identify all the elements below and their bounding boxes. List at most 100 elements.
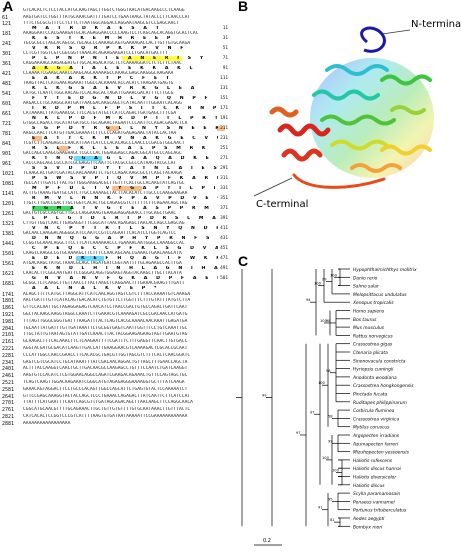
nucleotide-sequence: AAGCCAACTTCATGTTGACGAAAATCTTCCCCAGATGAGA… xyxy=(23,130,177,136)
nucleotide-position: 841 xyxy=(2,140,12,147)
nucleotide-sequence: TGCAATTATGATTTGTTGATAAATTCTGCGGTGAGTCAAT… xyxy=(23,325,188,331)
amino-acid-position: 311 xyxy=(220,175,228,181)
taxon-label: Melopsittacus undulatus xyxy=(353,292,407,298)
amino-acid-position: 501 xyxy=(220,275,228,281)
residue-highlight xyxy=(58,145,68,151)
amino-acid-sequence: A A L N A L K V E P * xyxy=(32,285,160,291)
nucleotide-sequence: CCGGTGCAAACAGGCTTCCTTCATCAAAAAACCCTGAAAA… xyxy=(23,240,185,246)
nucleotide-sequence: CATCACACTCCGGTCCCGTCATTTTAAGTGTGATAATAAA… xyxy=(23,414,188,419)
amino-acid-sequence: E D E D K E F H Q A G I F W K K V L P G xyxy=(32,255,218,261)
taxon-label: Bombyx mori xyxy=(353,524,383,530)
nucleotide-position: 1561 xyxy=(2,260,15,267)
amino-acid-sequence: Y G M A T V G T E A S P P R M L O xyxy=(32,205,218,211)
amino-acid-sequence: K T N Q G A G L A A Q A D K E xyxy=(32,155,213,161)
amino-acid-sequence: K L K G S A E V R K G L E A xyxy=(32,85,198,91)
residue-highlight xyxy=(112,185,142,191)
amino-acid-sequence: E A T T C K M V N A K G E C V C K F xyxy=(32,135,218,141)
amino-acid-sequence: N K L P D F M K D P I T L P R T xyxy=(32,115,218,121)
amino-acid-position: 451 xyxy=(220,245,228,251)
amino-acid-sequence: F Y T E D G N D L V G Q N P F xyxy=(32,95,212,101)
nucleotide-sequence: ACAGCTTTTCATGCTTAGGCATTCATCAACAGGTAGTCGT… xyxy=(23,291,191,297)
taxon-label: Scylla paramamosain xyxy=(353,491,400,497)
nucleotide-sequence: TTTCTGCGCGTTTCCTCTTCTTAATGGCAGGACCAGGAAT… xyxy=(23,20,179,26)
nucleotide-position: 2881 xyxy=(2,420,15,427)
protein-3d-model: N-terminal C-terminal xyxy=(253,19,461,210)
nucleotide-position: 1921 xyxy=(2,312,15,318)
taxon-label: Rattus norvegicus xyxy=(353,333,393,339)
panel-a-label: A xyxy=(3,0,14,14)
nucleotide-position: 1801 xyxy=(2,298,15,305)
amino-acid-position: 91 xyxy=(222,65,228,71)
nucleotide-sequence: TGCGCGCCTAGCACAGCGCTGCAGCCCAAAAGCAGTGAAA… xyxy=(23,40,191,46)
n-terminal-pointer xyxy=(381,29,411,35)
nucleotide-sequence: GTTCCGAGCAAAGGTACTACCAGCTCCCTGAAACCAGAGA… xyxy=(23,393,191,399)
taxon-label: Pinctada fucata xyxy=(353,392,388,398)
nucleotide-position: 1261 xyxy=(2,210,15,217)
nucleotide-position: 2581 xyxy=(2,386,15,393)
amino-acid-sequence: L P L G I D L R I P D R S L M A N xyxy=(32,215,218,221)
scale-bar-label: 0.2 xyxy=(263,538,271,544)
nucleotide-sequence: AAAGGAATCCACGAAAGATGCACAGAGGAACCCCCAAGTC… xyxy=(23,30,199,36)
nucleotide-sequence: CACCCAGCAGCCGCCATCGCGAGGTTCAATTCTACGCCGC… xyxy=(23,160,177,166)
nucleotide-position: 1741 xyxy=(2,291,15,298)
helix-group xyxy=(312,64,432,173)
amino-acid-sequence: M A T R D K A E S A T xyxy=(32,25,163,31)
support-value: 95 xyxy=(328,497,333,501)
nucleotide-sequence: CAACACTTCGGCAATGATTCCGGGACAGGTGGAAGTAGGT… xyxy=(23,270,182,276)
nucleotide-position: 2221 xyxy=(2,346,15,352)
taxon-label: Salmo salar xyxy=(353,284,380,290)
panel-b-label: B xyxy=(238,0,249,14)
nucleotide-position: 2161 xyxy=(2,339,15,346)
residue-highlight xyxy=(107,125,119,131)
amino-acid-position: 251 xyxy=(220,145,228,151)
nucleotide-position: 241 xyxy=(2,40,12,47)
nucleotide-sequence: TTTAGTTGGGCGGGTGATTTAAGATTTACTCAGTCACGCA… xyxy=(23,318,188,324)
nucleotide-sequence: CGGCATGCAACGTTTTGCAGAAACTTGCTGTTGTGTTTTG… xyxy=(23,407,191,413)
nucleotide-position: 1021 xyxy=(2,170,15,177)
support-value: 97 xyxy=(296,431,301,435)
nucleotide-sequence: GAAACAGTAGGACTTCCTGCCCACAGTTGGCCAGCATTCT… xyxy=(23,386,188,392)
support-value: 98 xyxy=(326,319,331,323)
nucleotide-position: 1081 xyxy=(2,180,15,187)
nucleotide-position: 541 xyxy=(2,90,12,97)
amino-acid-sequence: I R D P M L F P S I T C K R N P xyxy=(32,105,218,111)
amino-acid-sequence: S S V D P D Y T A T N L A I E S G Y xyxy=(32,165,217,171)
nucleotide-position: 2821 xyxy=(2,414,15,420)
nucleotide-position: 2761 xyxy=(2,407,15,414)
nucleotide-sequence: AAGTGTCCACATCTCGTGGAACAGGCCAGATCGAAGACAG… xyxy=(23,373,188,379)
nucleotide-position: 61 xyxy=(2,14,9,21)
taxon-label: Haliotis rufescens xyxy=(353,458,393,464)
amino-acid-position: 71 xyxy=(222,55,228,61)
taxon-label: Hypophthalmichthys molitrix xyxy=(353,267,417,273)
amino-acid-sequence: G N V A N V F G K A D P F A E P T D xyxy=(32,275,218,281)
nucleotide-position: 601 xyxy=(2,100,12,107)
nucleotide-position: 1381 xyxy=(2,230,15,237)
support-value: 97 xyxy=(310,410,315,414)
amino-acid-sequence: K E S T K E M H R E E P xyxy=(32,35,174,41)
support-value: 91 xyxy=(318,506,323,510)
support-value: 58 xyxy=(328,414,333,418)
nucleotide-position: 1 xyxy=(2,8,6,14)
c-terminal-pointer xyxy=(253,177,293,197)
panel-c-label: C xyxy=(238,253,249,269)
nucleotide-position: 661 xyxy=(2,110,12,117)
residue-highlight xyxy=(32,65,72,71)
nucleotide-position: 2101 xyxy=(2,332,15,339)
nucleotide-sequence: GAGTCGTCGCATCCTGCATAAATTTATCGACAACAGGACT… xyxy=(23,359,188,365)
